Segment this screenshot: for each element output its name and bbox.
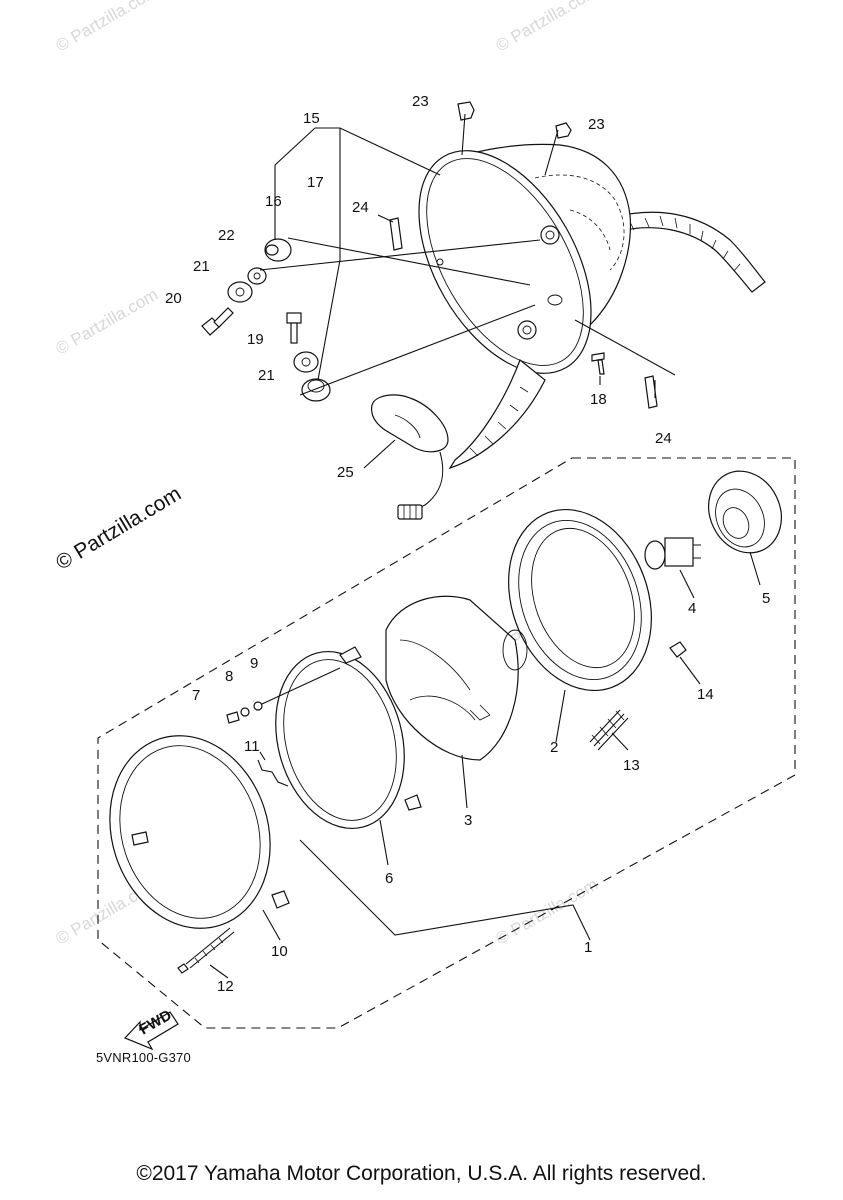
callout-21b: 21 xyxy=(258,367,275,384)
callout-1: 1 xyxy=(584,939,592,956)
callout-3: 3 xyxy=(464,812,472,829)
callout-13: 13 xyxy=(623,757,640,774)
callout-10: 10 xyxy=(271,943,288,960)
callout-23a: 23 xyxy=(412,93,429,110)
copyright-notice: ©2017 Yamaha Motor Corporation, U.S.A. A… xyxy=(136,1162,707,1185)
callout-12: 12 xyxy=(217,978,234,995)
leader-lines-upper xyxy=(259,113,676,469)
callout-4: 4 xyxy=(688,600,696,617)
fwd-arrow: FWD xyxy=(123,1007,179,1051)
callout-18: 18 xyxy=(590,391,607,408)
assembly-boundary xyxy=(97,457,796,1029)
lower-assembly xyxy=(109,470,782,974)
callout-11: 11 xyxy=(244,738,260,755)
watermark: © Partzilla.com xyxy=(493,875,602,949)
callout-16: 16 xyxy=(265,193,282,210)
callout-numbers: 1 2 3 4 5 6 7 8 9 10 11 12 13 14 15 16 1… xyxy=(165,93,770,995)
headlight-housing xyxy=(370,143,766,520)
leader-lines-lower xyxy=(209,551,761,979)
callout-14: 14 xyxy=(697,686,714,703)
watermark: © Partzilla.com xyxy=(53,285,162,359)
callout-21a: 21 xyxy=(193,258,210,275)
callout-24a: 24 xyxy=(352,199,369,216)
callout-19: 19 xyxy=(247,331,264,348)
callout-17: 17 xyxy=(307,174,324,191)
callout-23b: 23 xyxy=(588,116,605,133)
callout-6: 6 xyxy=(385,870,393,887)
callout-15: 15 xyxy=(303,110,320,127)
callout-2: 2 xyxy=(550,739,558,756)
callout-25: 25 xyxy=(337,464,354,481)
callout-9: 9 xyxy=(250,655,258,672)
callout-5: 5 xyxy=(762,590,770,607)
callout-20: 20 xyxy=(165,290,182,307)
upper-hardware xyxy=(201,101,658,409)
part-code: 5VNR100-G370 xyxy=(96,1050,191,1065)
watermark: © Partzilla.com xyxy=(53,0,162,55)
watermark: © Partzilla.com xyxy=(493,0,602,55)
callout-24b: 24 xyxy=(655,430,672,447)
callout-7: 7 xyxy=(192,687,200,704)
callout-8: 8 xyxy=(225,668,233,685)
callout-22: 22 xyxy=(218,227,235,244)
